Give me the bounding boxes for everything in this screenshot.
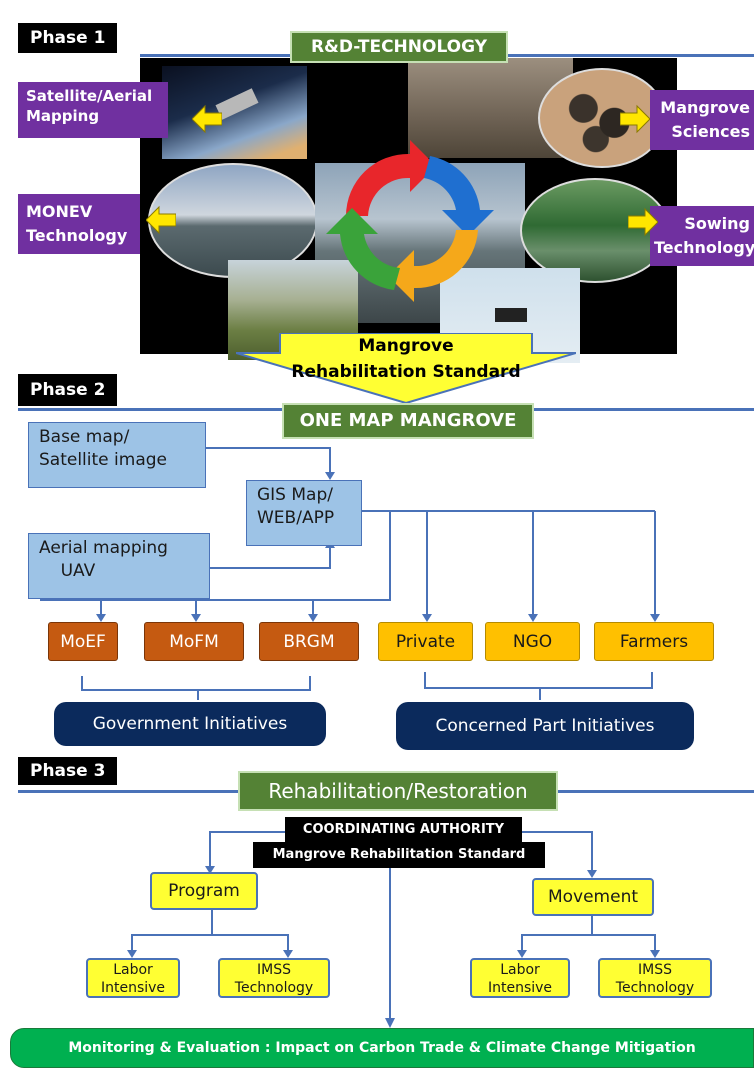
satellite-photo <box>162 66 307 159</box>
movement-labor-intensive: Labor Intensive <box>470 958 570 998</box>
movement-imss-technology: IMSS Technology <box>598 958 712 998</box>
gis-map-box: GIS Map/ WEB/APP <box>246 480 362 546</box>
arrow-left-monev-icon <box>146 205 176 235</box>
aerial-mapping-box: Aerial mapping UAV <box>28 533 210 599</box>
cycle-arrow-green <box>326 208 400 290</box>
monitoring-evaluation-banner: Monitoring & Evaluation : Impact on Carb… <box>10 1028 754 1068</box>
phase-2-label: Phase 2 <box>18 374 118 406</box>
phase-1-label: Phase 1 <box>18 23 118 53</box>
arrow-left-satellite-icon <box>192 104 222 134</box>
cycle-arrow-blue <box>424 156 494 236</box>
arrow-right-sowing-icon <box>628 207 658 237</box>
mangrove-sciences-label: Mangrove Sciences <box>650 90 754 150</box>
cycle-arrow-red <box>346 140 436 216</box>
phase-2-title: ONE MAP MANGROVE <box>282 403 534 439</box>
movement-box: Movement <box>532 878 654 916</box>
phase-3-label: Phase 3 <box>18 757 118 785</box>
party-private: Private <box>378 622 473 661</box>
program-labor-intensive: Labor Intensive <box>86 958 180 998</box>
mangrove-standard-box: Mangrove Rehabilitation Standard <box>253 842 545 868</box>
gov-agency-mofm: MoFM <box>144 622 244 661</box>
gov-agency-brgm: BRGM <box>259 622 359 661</box>
coordinating-authority: COORDINATING AUTHORITY <box>285 817 522 842</box>
output-label-line1: Mangrove <box>358 336 454 356</box>
satellite-aerial-mapping-label: Satellite/Aerial Mapping <box>18 82 168 138</box>
program-imss-technology: IMSS Technology <box>218 958 330 998</box>
arrow-right-sciences-icon <box>620 104 650 134</box>
output-arrow-shape <box>236 333 576 403</box>
gov-agency-moef: MoEF <box>48 622 118 661</box>
party-farmers: Farmers <box>594 622 714 661</box>
cycle-arrow-orange <box>388 230 478 302</box>
program-box: Program <box>150 872 258 910</box>
concerned-part-initiatives: Concerned Part Initiatives <box>396 702 694 750</box>
sowing-technology-label: Sowing Technology <box>650 206 754 266</box>
government-initiatives: Government Initiatives <box>54 702 326 746</box>
base-map-box: Base map/ Satellite image <box>28 422 206 488</box>
party-ngo: NGO <box>485 622 580 661</box>
phase-1-title: R&D-TECHNOLOGY <box>290 31 508 63</box>
phase-3-title: Rehabilitation/Restoration <box>238 771 558 811</box>
cycle-arrows <box>326 140 494 302</box>
monev-technology-label: MONEV Technology <box>18 194 140 254</box>
output-label-line2: Rehabilitation Standard <box>291 362 521 382</box>
drone-shape <box>495 308 527 322</box>
